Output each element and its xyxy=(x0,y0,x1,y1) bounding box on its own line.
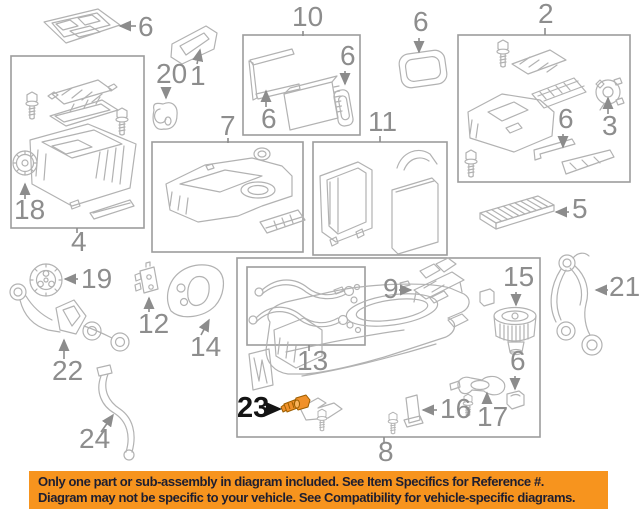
part-evaporator xyxy=(319,149,439,255)
callout-19: 19 xyxy=(81,263,113,294)
part-adjust-wheel xyxy=(29,263,63,297)
callout-4: 4 xyxy=(71,226,87,257)
notice-banner: Only one part or sub-assembly in diagram… xyxy=(29,471,608,509)
callout-11: 11 xyxy=(368,106,398,137)
callout-18: 18 xyxy=(14,194,46,225)
part-louver-ducts xyxy=(47,79,119,127)
callout-15: 15 xyxy=(503,261,535,292)
callout-6-case-seal: 6 xyxy=(413,6,429,37)
part-heater-core xyxy=(248,48,354,131)
callout-1: 1 xyxy=(190,60,206,91)
part-support-bracket xyxy=(413,257,465,304)
callout-6-heater-seal: 6 xyxy=(340,40,356,71)
part-highlighted-bolt xyxy=(280,394,311,413)
part-cover-panel xyxy=(43,8,121,44)
bolt-icon xyxy=(496,39,510,68)
part-grommet-lower xyxy=(506,390,525,410)
callout-17: 17 xyxy=(477,401,509,432)
arrow xyxy=(192,48,204,65)
callout-24: 24 xyxy=(79,423,111,454)
part-cabin-air-filter xyxy=(479,195,555,230)
callout-5: 5 xyxy=(572,193,588,224)
part-seal-plate xyxy=(167,264,225,318)
callout-6-cover-panel: 6 xyxy=(138,11,154,42)
part-grommet-upper xyxy=(152,102,178,130)
callout-13: 13 xyxy=(297,345,329,376)
screw-icon xyxy=(387,411,399,435)
part-actuator xyxy=(595,77,625,111)
callout-7: 7 xyxy=(220,110,236,141)
part-floor-case xyxy=(265,280,506,428)
part-trim-bezel xyxy=(170,25,218,65)
arrow xyxy=(198,318,210,336)
group-box-8 xyxy=(236,257,541,438)
bolt-icon xyxy=(25,91,39,120)
callout-23-highlighted: 23 xyxy=(237,392,270,424)
group-box-13 xyxy=(246,266,366,346)
arrow xyxy=(100,413,114,433)
part-ac-pipes xyxy=(248,279,362,334)
callout-20: 20 xyxy=(156,58,188,89)
bolt-icon xyxy=(115,107,129,136)
group-box-10 xyxy=(242,34,361,136)
part-upper-case xyxy=(467,49,615,175)
callout-arrows xyxy=(19,20,614,443)
screw-icon xyxy=(316,408,328,432)
callout-10: 10 xyxy=(292,1,324,32)
part-wire-harness-right xyxy=(550,252,603,356)
bolt-icon xyxy=(464,149,478,178)
callout-3: 3 xyxy=(602,110,618,141)
part-m-clip xyxy=(248,348,274,391)
part-wire-harness-left xyxy=(9,283,130,352)
callout-12: 12 xyxy=(138,308,170,339)
notice-line-2: Diagram may not be specific to your vehi… xyxy=(38,490,576,505)
group-box-7 xyxy=(151,141,304,253)
part-heater-case xyxy=(29,123,137,220)
callout-6-grommet: 6 xyxy=(510,345,526,376)
callout-21: 21 xyxy=(609,271,640,302)
part-lower-case xyxy=(165,147,306,234)
callout-14: 14 xyxy=(190,331,222,362)
part-drain-hose xyxy=(96,364,135,461)
part-blower-motor xyxy=(479,288,537,356)
callout-8: 8 xyxy=(378,436,394,467)
group-box-2 xyxy=(457,34,631,183)
callout-22: 22 xyxy=(52,355,84,386)
part-case-seal xyxy=(398,49,448,89)
callout-2: 2 xyxy=(538,0,554,29)
notice-line-1: Only one part or sub-assembly in diagram… xyxy=(38,474,544,489)
callout-9: 9 xyxy=(383,273,399,304)
part-clutch-disc xyxy=(12,150,38,176)
callout-6-strip-seal: 6 xyxy=(558,103,574,134)
part-expansion-valve xyxy=(134,261,159,294)
callout-6-heater-pipe: 6 xyxy=(261,103,277,134)
callout-16: 16 xyxy=(440,393,472,424)
